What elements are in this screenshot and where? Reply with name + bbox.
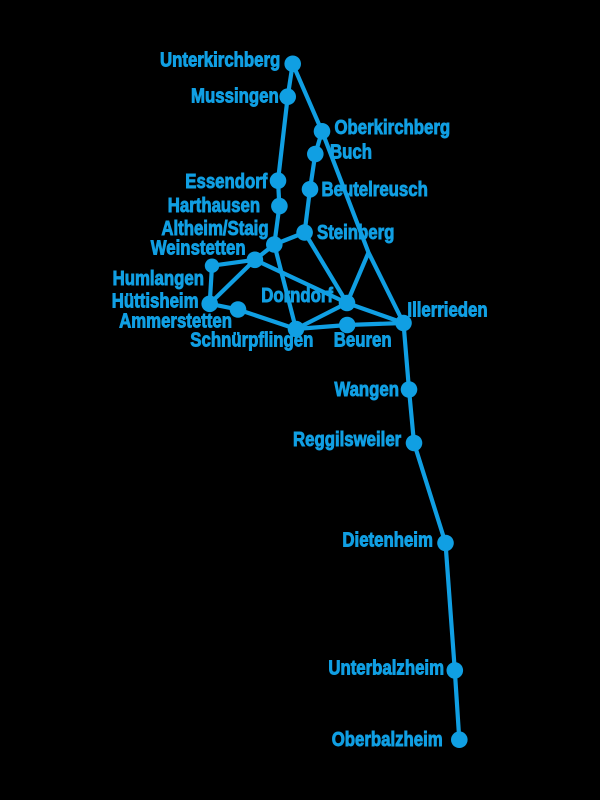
- svg-text:Humlangen: Humlangen: [113, 267, 204, 290]
- svg-text:Unterkirchberg: Unterkirchberg: [160, 48, 280, 71]
- svg-text:Dorndorf: Dorndorf: [261, 283, 334, 306]
- svg-text:Hüttisheim: Hüttisheim: [112, 289, 199, 312]
- svg-text:Dietenheim: Dietenheim: [342, 528, 432, 551]
- svg-text:Buch: Buch: [330, 140, 372, 163]
- svg-text:Mussingen: Mussingen: [191, 84, 279, 107]
- svg-text:Oberkirchberg: Oberkirchberg: [335, 115, 451, 138]
- svg-text:Schnürpflingen: Schnürpflingen: [190, 328, 313, 351]
- svg-text:Oberbalzheim: Oberbalzheim: [332, 728, 443, 751]
- svg-text:Harthausen: Harthausen: [168, 194, 260, 217]
- svg-text:Ammerstetten: Ammerstetten: [119, 309, 232, 332]
- svg-text:Wangen: Wangen: [334, 378, 399, 401]
- svg-text:Unterbalzheim: Unterbalzheim: [328, 656, 444, 679]
- svg-text:Reggilsweiler: Reggilsweiler: [293, 427, 401, 450]
- svg-text:Weinstetten: Weinstetten: [151, 236, 246, 259]
- svg-text:Beutelreusch: Beutelreusch: [322, 178, 428, 201]
- svg-text:Altheim/Staig: Altheim/Staig: [161, 217, 268, 240]
- svg-text:Beuren: Beuren: [334, 328, 392, 351]
- svg-text:Steinberg: Steinberg: [317, 220, 394, 243]
- svg-text:Essendorf: Essendorf: [185, 170, 268, 193]
- svg-text:Illerrieden: Illerrieden: [407, 298, 487, 321]
